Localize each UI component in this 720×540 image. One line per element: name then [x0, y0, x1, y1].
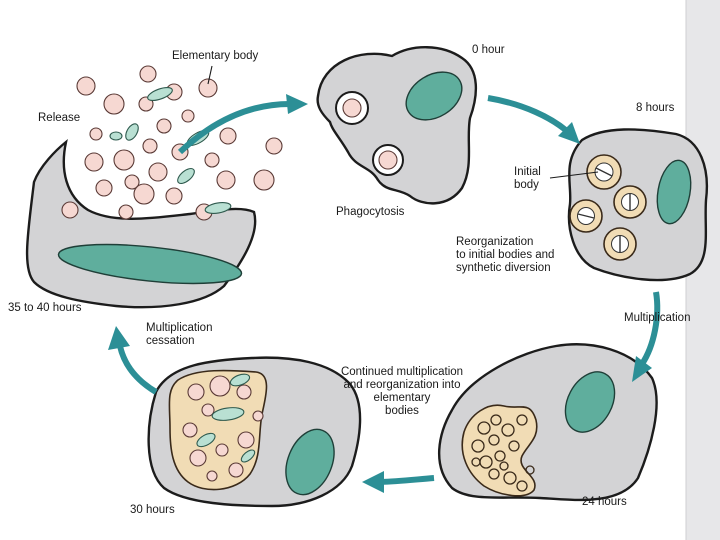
label-reorganization: Reorganization to initial bodies and syn… [456, 236, 555, 274]
label-elementary-body: Elementary body [172, 50, 259, 62]
cell-8-hours [549, 128, 708, 282]
label-8-hours: 8 hours [636, 102, 675, 114]
cycle-arrow-30-to-35-hours [108, 326, 158, 395]
label-24-hours: 24 hours [582, 496, 627, 508]
elementary-body-pointer [207, 65, 213, 85]
label-0-hour: 0 hour [472, 44, 505, 56]
nucleus-35-40-hours [57, 243, 243, 285]
released-elementary-bodies [61, 65, 283, 221]
nucleus-24-hours [564, 371, 616, 433]
label-multiplication-cessation: Multiplication cessation [146, 322, 213, 347]
label-30-hours: 30 hours [130, 504, 175, 516]
initial-body-pointer [549, 171, 599, 179]
label-continued-multiplication: Continued multiplication and reorganizat… [340, 366, 464, 417]
cell-35-40-hours [25, 138, 257, 309]
cycle-arrow-24-to-30-hours [362, 471, 435, 493]
nucleus-0-hour [405, 71, 463, 121]
cell-0-hour [316, 46, 478, 205]
elementary-bodies-30-hours [182, 373, 264, 482]
label-release: Release [38, 112, 81, 124]
label-35-to-40-hours: 35 to 40 hours [8, 302, 82, 314]
initial-body-cluster [569, 154, 647, 261]
cycle-arrow-release-to-0-hour [177, 94, 308, 155]
cycle-arrow-8-to-24-hours [632, 291, 661, 382]
cell-24-hours [438, 343, 658, 502]
cell-30-hours [147, 356, 362, 508]
nucleus-8-hours [656, 159, 692, 225]
label-phagocytosis: Phagocytosis [336, 206, 405, 218]
label-multiplication: Multiplication [624, 312, 691, 324]
label-initial-body: Initial body [514, 166, 541, 191]
cycle-arrow-0-to-8-hours [487, 95, 580, 144]
nucleus-30-hours [285, 428, 335, 496]
